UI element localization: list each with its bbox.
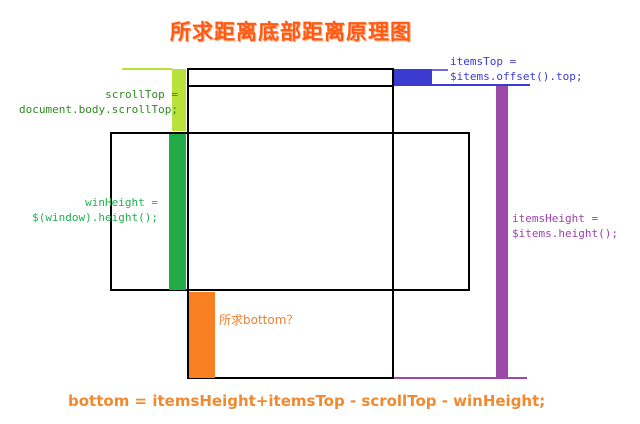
items-top-label: itemsTop = $items.offset().top; <box>450 55 583 83</box>
items-height-bar <box>496 86 508 378</box>
win-height-bar <box>169 134 186 290</box>
diagram-title: 所求距离底部距离原理图 <box>170 20 412 44</box>
items-height-label: itemsHeight = $items.height(); <box>512 212 618 240</box>
items-box <box>187 68 394 379</box>
bottom-formula: bottom = itemsHeight+itemsTop - scrollTo… <box>68 392 546 410</box>
scroll-top-label: scrollTop = document.body.scrollTop; <box>19 88 178 116</box>
items-top-bar <box>394 69 432 85</box>
scroll-top-bar <box>172 69 186 131</box>
win-height-label: winHeight = $(window).height(); <box>32 196 158 224</box>
bottom-question-label: 所求bottom？ <box>219 313 299 327</box>
window-box <box>110 132 470 291</box>
bottom-bar <box>189 292 215 378</box>
